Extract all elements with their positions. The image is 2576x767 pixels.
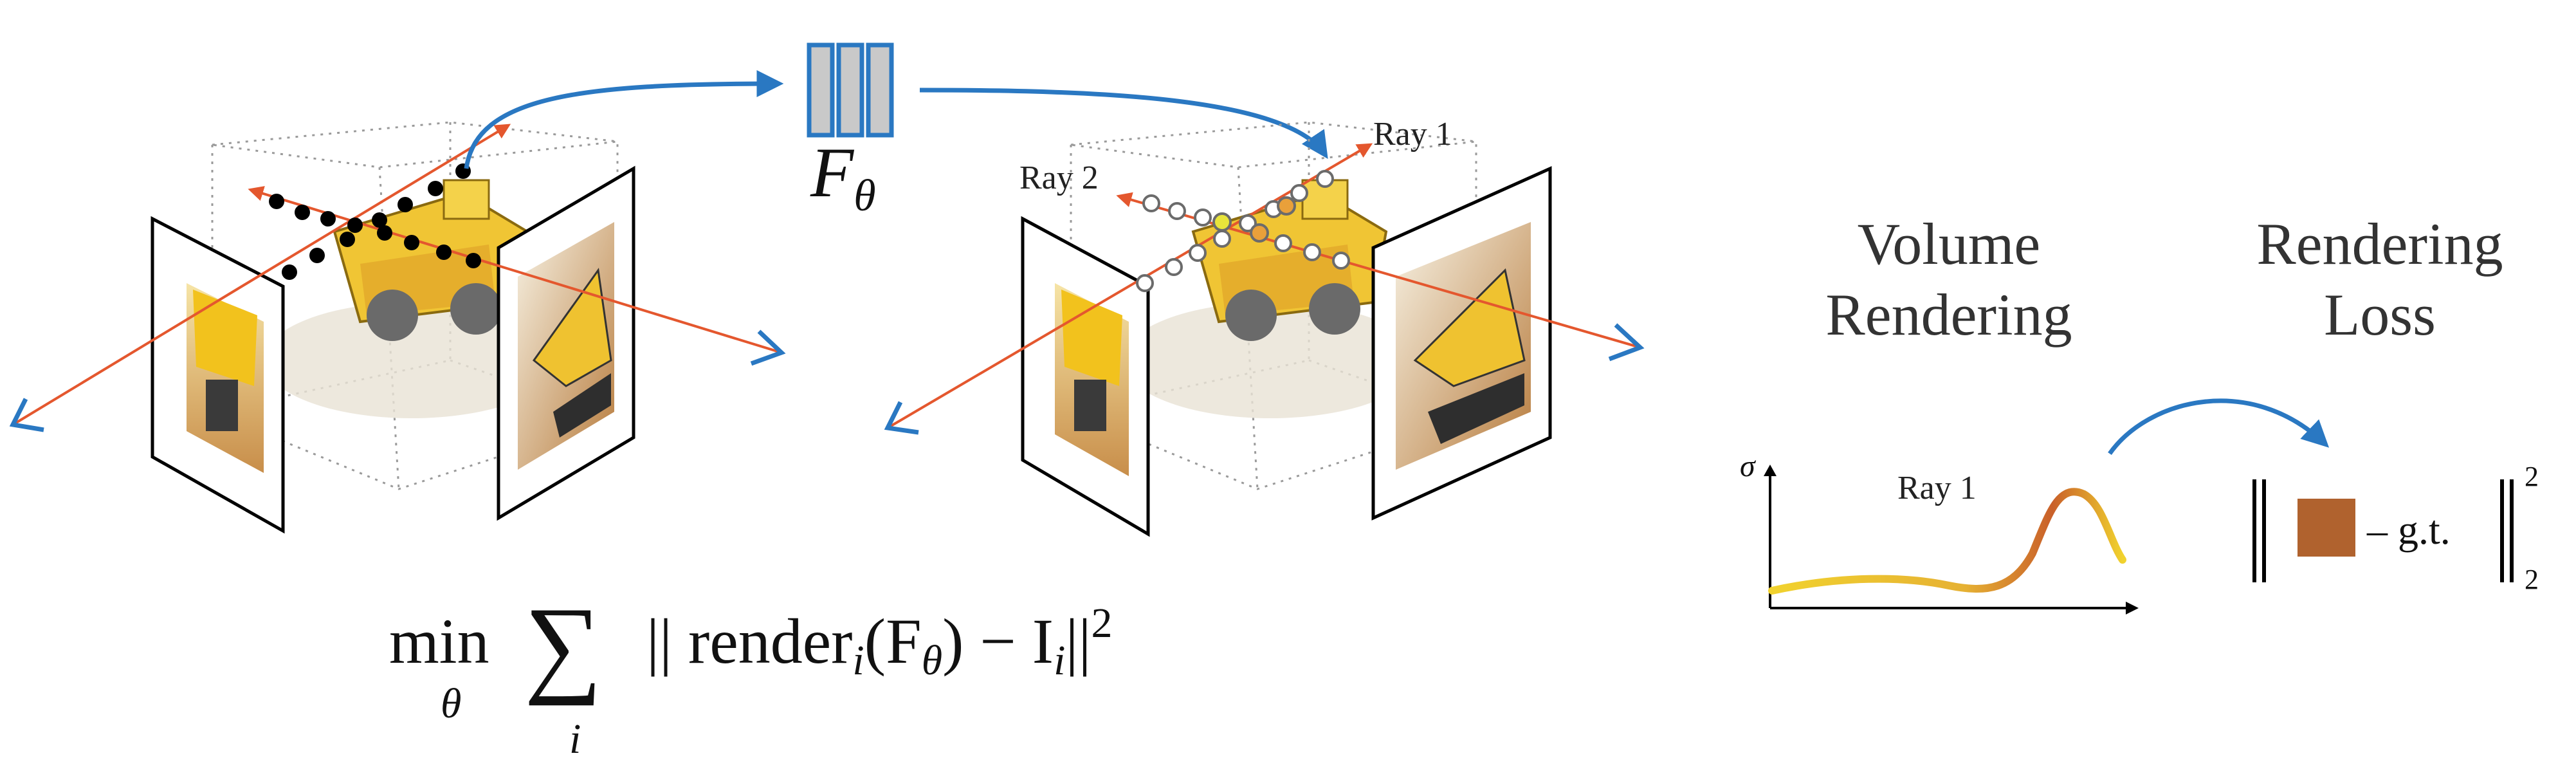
image-plane-left-2 [497, 165, 635, 521]
camera-icon [884, 401, 919, 435]
network-layer [807, 42, 835, 138]
arrow-from-network [919, 88, 1328, 159]
network-layer [866, 42, 894, 138]
rays-left [12, 124, 782, 426]
volume-rendering-heading: Volume Rendering [1825, 211, 2072, 347]
svg-text:Loss: Loss [2324, 282, 2436, 347]
network-block: Fθ [807, 42, 894, 221]
arrow-to-network [464, 70, 784, 169]
svg-text:Rendering: Rendering [2256, 211, 2503, 277]
density-plot: σ Ray 1 [1740, 449, 2139, 615]
formula-min-subscript: θ [441, 680, 461, 727]
arrow-to-loss [2108, 398, 2330, 456]
network-label: Fθ [810, 133, 876, 221]
density-curve [1768, 488, 2126, 595]
ray-1-label: Ray 1 [1373, 116, 1452, 152]
rendering-loss-heading: Rendering Loss [2256, 211, 2503, 347]
formula-sum: ∑ [524, 585, 602, 706]
image-plane-middle-2 [1371, 166, 1552, 521]
loss-superscript: 2 [2525, 461, 2539, 492]
sample-points-highlighted [1212, 196, 1296, 243]
camera-icon [750, 329, 786, 366]
scene-middle: Ray 2 Ray 1 [884, 116, 1645, 537]
sample-points-middle [1136, 170, 1350, 292]
image-plane-middle-1 [1021, 216, 1150, 537]
network-layer [836, 42, 864, 138]
formula-body: || renderi(Fθ) − Ii||2 [646, 600, 1113, 684]
loss-minus-gt: – g.t. [2366, 507, 2451, 553]
ray-2-label: Ray 2 [1019, 160, 1099, 196]
image-plane-left-1 [151, 216, 285, 534]
svg-text:Rendering: Rendering [1825, 282, 2072, 347]
camera-icons-middle [884, 323, 1645, 435]
svg-text:Volume: Volume [1858, 211, 2041, 277]
objective-formula: min θ ∑ i || renderi(Fθ) − Ii||2 [389, 585, 1113, 762]
loss-formula: – g.t. 2 2 [2252, 461, 2539, 595]
sample-points-left [269, 163, 481, 280]
loss-subscript: 2 [2525, 564, 2539, 595]
density-curve-label: Ray 1 [1897, 470, 1977, 506]
scene-left [9, 70, 786, 534]
camera-icon [1608, 323, 1645, 362]
camera-icons-left [9, 329, 786, 432]
camera-icon [9, 398, 44, 432]
formula-sum-subscript: i [569, 716, 581, 762]
rendered-color-swatch [2297, 499, 2355, 557]
formula-min: min [389, 605, 489, 677]
density-y-label: σ [1740, 449, 1757, 483]
